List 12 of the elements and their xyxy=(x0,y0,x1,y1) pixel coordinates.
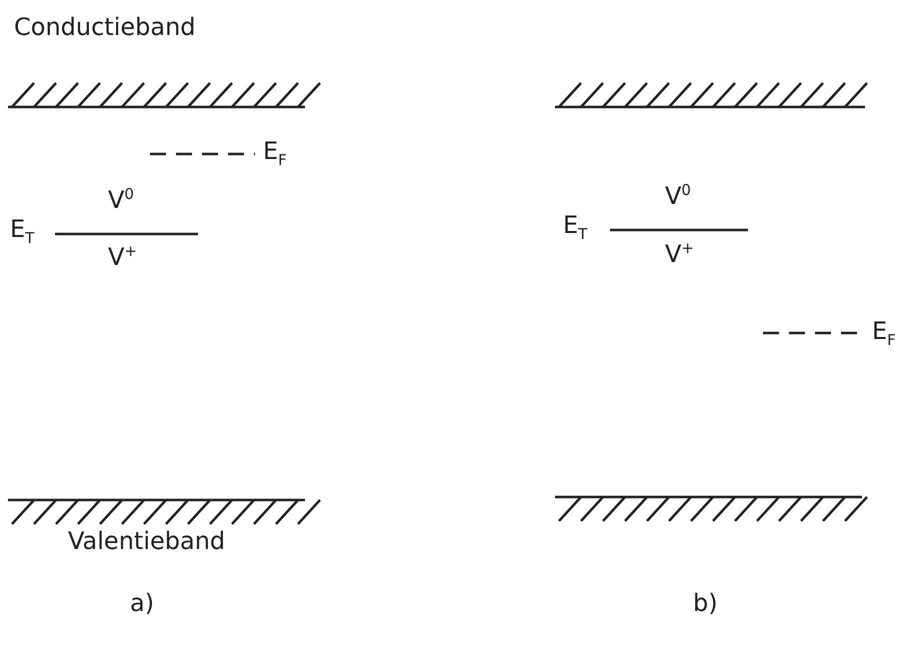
band-label: Valentieband xyxy=(68,528,226,554)
state-label: V$^{+}$ xyxy=(108,243,137,270)
level-label: E$_{T}$ xyxy=(10,216,34,246)
state-label: V$^{0}$ xyxy=(108,186,134,214)
panel-label: a) xyxy=(130,590,154,616)
band-label: Conductieband xyxy=(14,14,196,40)
level-label: E$_{T}$ xyxy=(563,212,588,242)
level-label: E$_{F}$ xyxy=(872,318,896,348)
state-label: V$^{+}$ xyxy=(665,240,694,268)
panel-label: b) xyxy=(693,590,718,616)
state-label: V$^{0}$ xyxy=(665,182,691,210)
level-label: E$_{F}$ xyxy=(263,138,287,168)
